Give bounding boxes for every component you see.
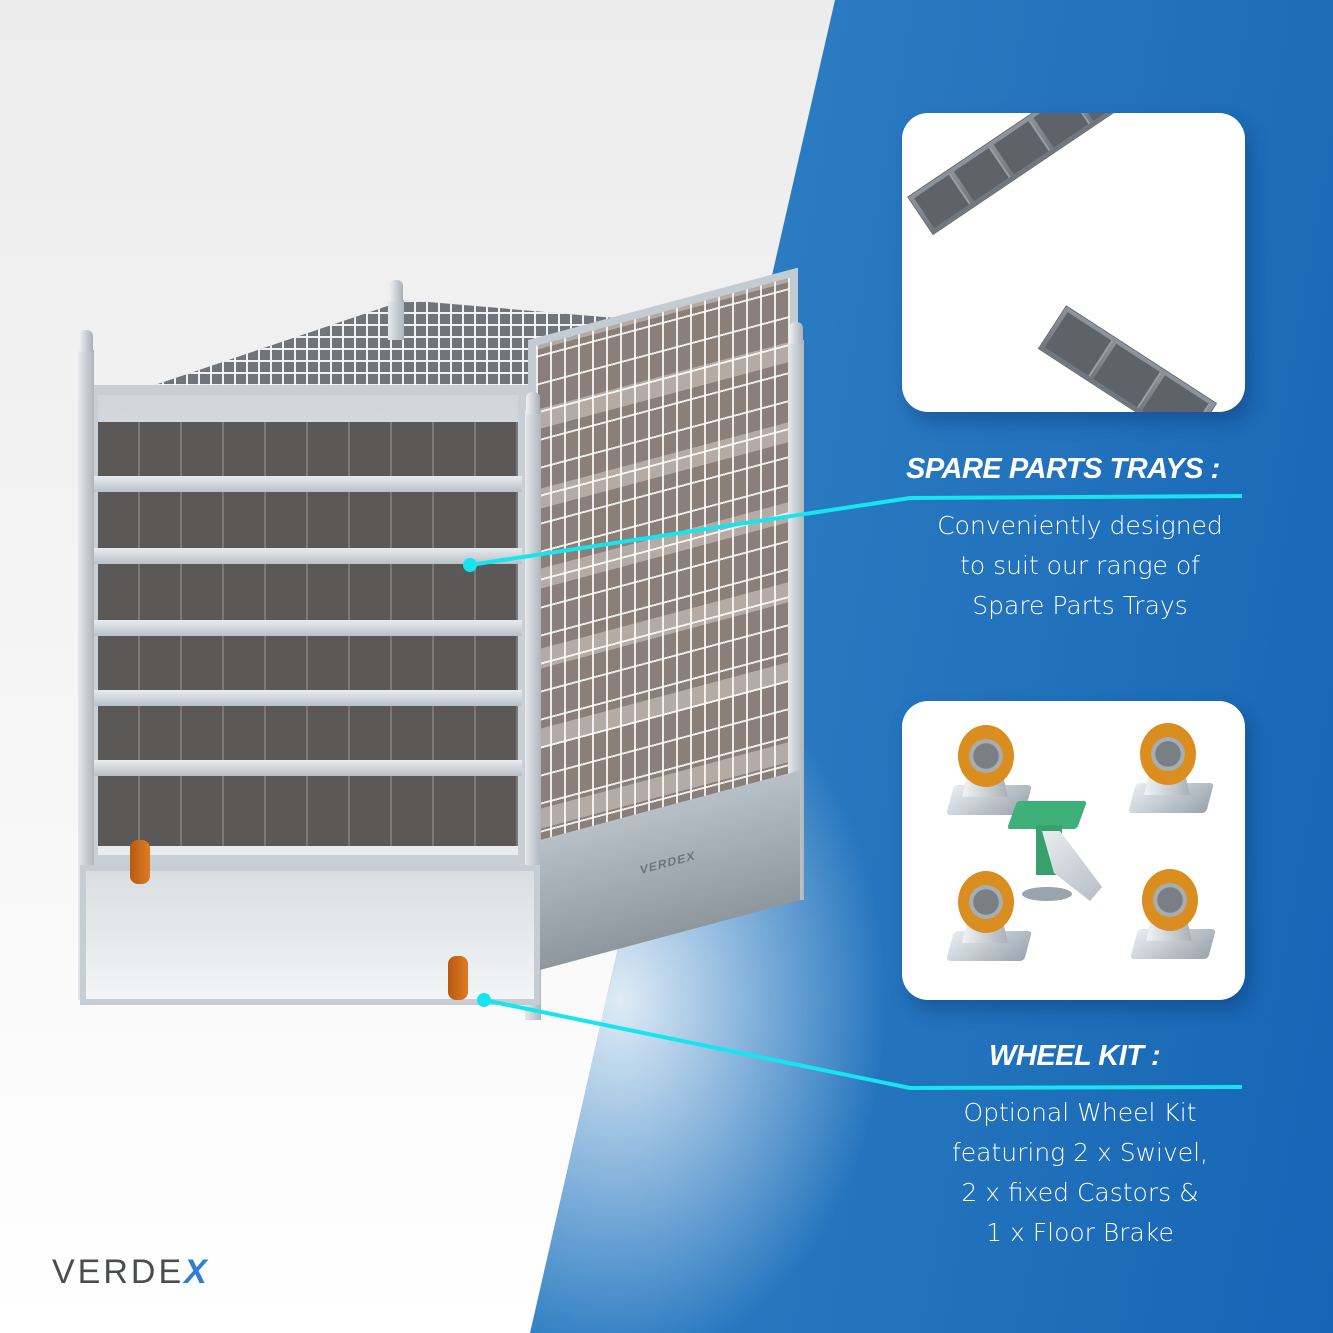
corner-post [78,350,94,1000]
description-line: Optional Wheel Kit [963,1098,1197,1127]
description-line: Spare Parts Trays [972,591,1188,620]
tray-rail [92,548,522,564]
tray-row [98,564,518,626]
wheel-kit-image-card [902,701,1245,1000]
logo-text: VERDE [52,1253,185,1291]
stacking-cone [526,392,540,414]
heading-wheel-kit: WHEEL KIT : [989,1040,1161,1072]
description-wheel-kit: Optional Wheel Kit featuring 2 x Swivel,… [895,1093,1265,1253]
corner-post [388,300,404,340]
cage-base [80,865,540,1005]
tray-row [98,422,518,484]
tray-row [98,776,518,846]
fixed-castor [940,871,1033,961]
logo-accent-x: X [184,1253,210,1291]
stacking-cone [79,330,93,352]
description-line: 2 x fixed Castors & [961,1178,1199,1207]
floor-brake [1006,801,1112,911]
castor-wheel [130,840,150,884]
swivel-castor [1122,723,1215,813]
tray-rail [92,620,522,636]
description-spare-parts-trays: Conveniently designed to suit our range … [895,506,1265,626]
description-line: to suit our range of [960,551,1200,580]
tray-row [98,636,518,698]
tray-rail [92,690,522,706]
product-cage-image: VERDEX [70,267,810,1020]
tray-rail [92,476,522,492]
corner-post [788,340,804,900]
tray-row [98,492,518,554]
tray-three-compartment [1037,305,1218,412]
swivel-castor [1124,869,1217,959]
description-line: 1 x Floor Brake [986,1218,1174,1247]
tray-row [98,706,518,768]
castor-wheel [448,956,468,1000]
base-brand-mark: VERDEX [640,848,696,878]
heading-spare-parts-trays: SPARE PARTS TRAYS : [906,453,1220,485]
stacking-cone [789,322,803,344]
fixed-castor [940,725,1033,815]
brand-logo: VERDEX [52,1253,210,1292]
spare-parts-trays-image-card [902,113,1245,412]
description-line: Conveniently designed [937,511,1223,540]
tray-six-compartment [907,113,1182,236]
stacking-cone [389,280,403,302]
tray-rail [92,760,522,776]
description-line: featuring 2 x Swivel, [951,1138,1209,1167]
